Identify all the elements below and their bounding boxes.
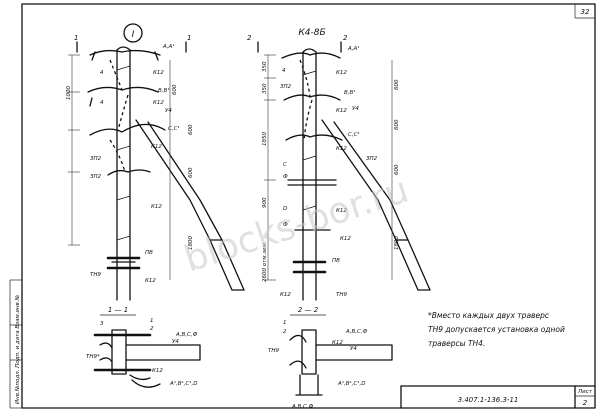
left-view: 1 1 <box>66 34 245 301</box>
svg-text:У4: У4 <box>165 108 172 114</box>
svg-text:600: 600 <box>188 124 194 135</box>
svg-text:ПВ: ПВ <box>332 258 340 264</box>
brace-right <box>321 119 419 291</box>
svg-text:1000: 1000 <box>66 86 72 100</box>
svg-text:У4: У4 <box>352 106 359 112</box>
svg-text:600: 600 <box>394 119 400 130</box>
svg-text:ПВ: ПВ <box>145 250 153 256</box>
right-view: 2 2 350 350 1850 900 <box>247 34 431 301</box>
sheet-value: 2 <box>583 399 588 407</box>
title-block: 3.407.1-136.3-11 Лист 2 <box>400 385 596 409</box>
svg-text:В,В¹: В,В¹ <box>158 87 170 94</box>
pole-right <box>302 51 317 301</box>
svg-text:ТН9: ТН9 <box>90 272 101 278</box>
svg-text:К12: К12 <box>336 108 347 114</box>
svg-text:600: 600 <box>172 84 178 95</box>
svg-text:А¹,В¹,С¹,D: А¹,В¹,С¹,D <box>337 380 365 387</box>
svg-text:К12: К12 <box>153 100 164 106</box>
svg-text:3: 3 <box>100 321 104 327</box>
svg-text:ТН9*: ТН9* <box>86 354 100 360</box>
svg-text:К12: К12 <box>336 208 347 214</box>
svg-text:У4: У4 <box>350 346 357 352</box>
section-label-left: 1 — 1 <box>108 306 128 314</box>
svg-text:К12: К12 <box>340 236 351 242</box>
svg-text:Ф: Ф <box>283 222 288 228</box>
svg-text:К12: К12 <box>153 70 164 76</box>
svg-text:К12: К12 <box>332 340 343 346</box>
svg-text:1: 1 <box>150 318 154 324</box>
svg-text:2600 отм.зем.: 2600 отм.зем. <box>262 241 268 282</box>
svg-text:А,В,С,Ф: А,В,С,Ф <box>175 332 198 338</box>
svg-text:У4: У4 <box>172 339 179 345</box>
svg-text:2: 2 <box>343 34 348 42</box>
watermark: blocks-bor.ru <box>179 170 413 281</box>
svg-text:А,А¹: А,А¹ <box>162 43 174 50</box>
view-marker: I <box>132 30 135 40</box>
svg-text:А,В,С,Ф: А,В,С,Ф <box>345 329 368 335</box>
svg-text:А¹,В¹,С¹,D: А¹,В¹,С¹,D <box>169 380 197 387</box>
svg-text:600: 600 <box>394 79 400 90</box>
svg-text:ЗП2: ЗП2 <box>90 174 102 180</box>
note-line-1: *Вместо каждых двух траверс <box>428 311 550 320</box>
svg-text:А,В,С,Ф: А,В,С,Ф <box>291 404 314 410</box>
svg-text:Ф: Ф <box>283 174 288 180</box>
note-line-2: ТН9 допускается установка одной <box>428 325 565 334</box>
svg-text:4: 4 <box>282 68 286 74</box>
svg-text:2: 2 <box>150 326 154 332</box>
svg-text:350: 350 <box>262 61 268 72</box>
svg-text:К12: К12 <box>151 204 162 210</box>
svg-text:ЗП2: ЗП2 <box>280 84 292 90</box>
section-2-2: 2 — 2 1 2 А,В,С,Ф ТН9 К12 У4 А¹,В¹,С¹,D … <box>268 306 393 410</box>
support-code: К4-8Б <box>298 28 325 38</box>
svg-text:С: С <box>283 162 287 168</box>
svg-text:350: 350 <box>262 83 268 94</box>
section-label-right: 2 — 2 <box>298 306 319 314</box>
svg-text:К12: К12 <box>336 146 347 152</box>
svg-text:ЗП2: ЗП2 <box>90 156 102 162</box>
svg-text:1800: 1800 <box>394 236 400 250</box>
svg-text:С,С¹: С,С¹ <box>348 131 360 138</box>
svg-text:D: D <box>283 206 287 212</box>
svg-text:1: 1 <box>283 320 287 326</box>
svg-text:1850: 1850 <box>262 132 268 146</box>
note-line-3: траверсы ТН4. <box>428 339 485 348</box>
svg-text:К12: К12 <box>151 144 162 150</box>
svg-text:1: 1 <box>74 34 78 42</box>
svg-text:А,А¹: А,А¹ <box>347 45 359 52</box>
svg-text:ТН9: ТН9 <box>268 348 279 354</box>
view-marker-circle <box>123 23 143 43</box>
document-code: 3.407.1-136.3-11 <box>458 396 519 404</box>
svg-text:К12: К12 <box>152 368 163 374</box>
svg-text:900: 900 <box>262 197 268 208</box>
svg-text:К12: К12 <box>280 292 291 298</box>
drawing-frame <box>21 3 596 409</box>
section-1-1: 1 — 1 3 1 2 А,В,С,Ф ТН9* У4 А¹,В¹,С¹,D К… <box>86 306 201 388</box>
svg-text:ТН9: ТН9 <box>336 292 347 298</box>
side-stamp: Инв.№подл. Подп. и дата Взам.инв.№ <box>15 294 21 404</box>
svg-text:4: 4 <box>100 100 104 106</box>
svg-text:600: 600 <box>188 167 194 178</box>
svg-text:1800: 1800 <box>188 236 194 250</box>
svg-text:2: 2 <box>247 34 252 42</box>
brace <box>135 119 233 291</box>
svg-text:2: 2 <box>283 329 287 335</box>
svg-text:1: 1 <box>187 34 191 42</box>
svg-text:600: 600 <box>394 164 400 175</box>
note: *Вместо каждых двух траверс ТН9 допускае… <box>428 311 565 348</box>
svg-text:С,С¹: С,С¹ <box>168 125 180 132</box>
svg-text:К12: К12 <box>336 70 347 76</box>
sheet-number: 32 <box>581 8 590 16</box>
svg-text:К12: К12 <box>145 278 156 284</box>
svg-text:ЗП2: ЗП2 <box>366 156 378 162</box>
sheet-label: Лист <box>577 389 593 395</box>
svg-text:В,В¹: В,В¹ <box>344 89 356 96</box>
svg-text:4: 4 <box>100 70 104 76</box>
